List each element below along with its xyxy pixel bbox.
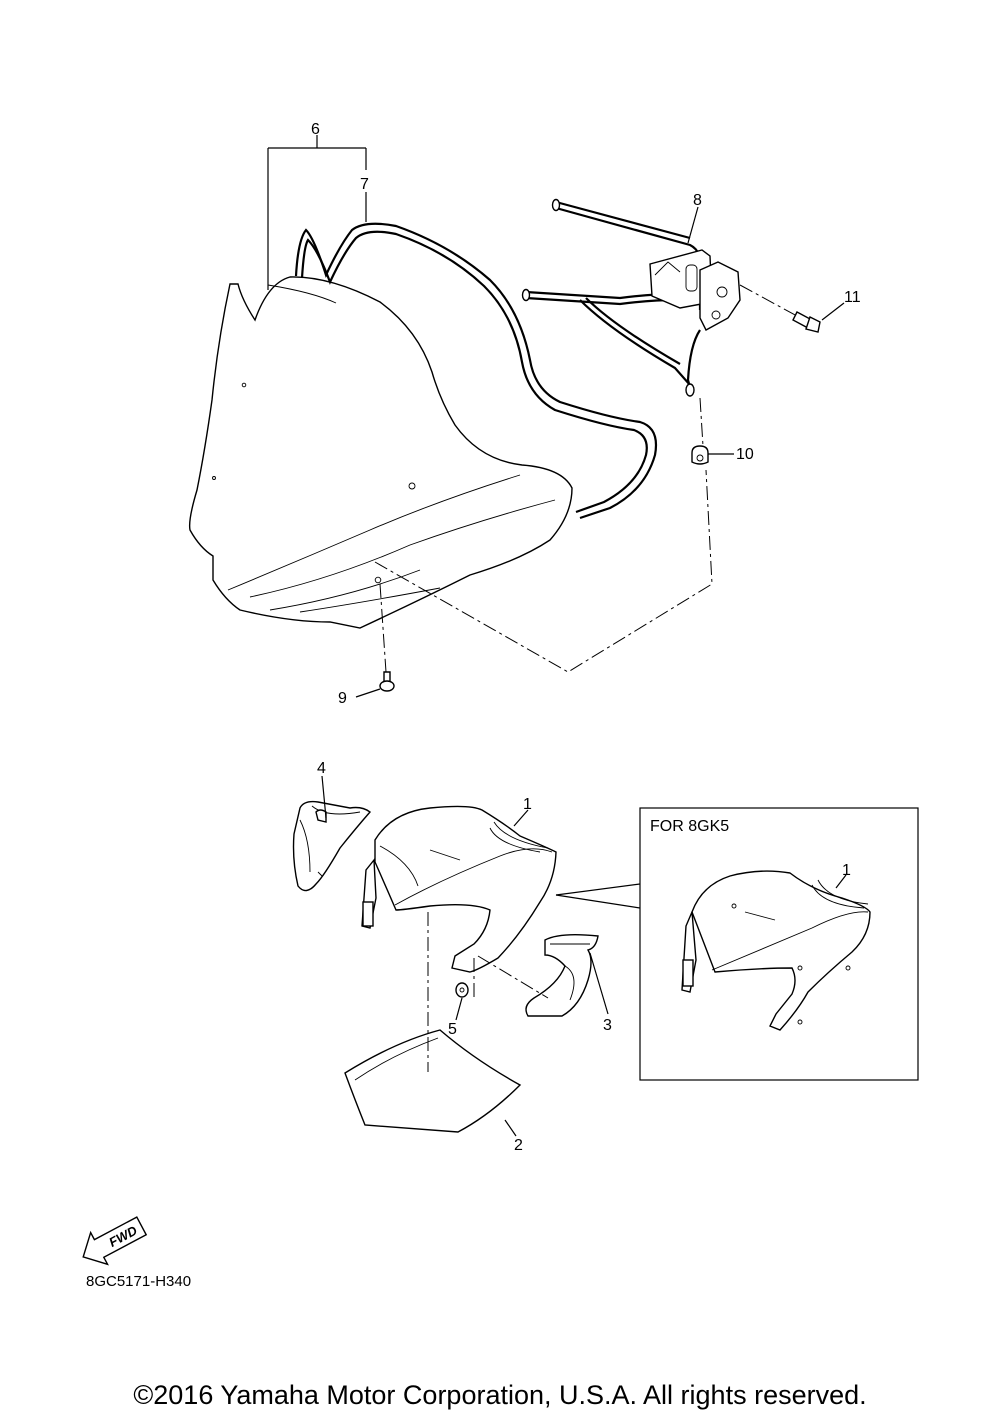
diagram-code: 8GC5171-H340	[86, 1273, 192, 1290]
callout-3: 3	[603, 1017, 612, 1034]
inset-panel	[555, 807, 919, 1081]
cowling-1-variant	[681, 870, 871, 1031]
windscreen-seal	[294, 222, 658, 520]
cowling-1	[361, 805, 557, 973]
callout-8: 8	[693, 192, 702, 209]
screw-9	[379, 671, 395, 692]
callout-10: 10	[736, 446, 754, 463]
callout-1-inset: 1	[842, 862, 851, 879]
bolt-11	[739, 284, 821, 333]
inset-label: FOR 8GK5	[650, 818, 729, 835]
side-cover-4	[292, 800, 372, 892]
callout-6: 6	[311, 121, 320, 138]
callout-2: 2	[514, 1137, 523, 1154]
callout-4: 4	[317, 760, 326, 777]
screw-5	[455, 982, 469, 998]
callout-9: 9	[338, 690, 347, 707]
inner-panel-3	[525, 933, 599, 1017]
callout-11: 11	[844, 289, 861, 306]
copyright-notice: ©2016 Yamaha Motor Corporation, U.S.A. A…	[133, 1380, 867, 1410]
nut-10	[691, 445, 709, 465]
callout-leaders	[267, 135, 847, 1137]
windscreen	[188, 276, 573, 629]
callout-7: 7	[360, 176, 369, 193]
fwd-arrow-icon: FWD	[82, 1216, 148, 1266]
windscreen-bracket	[521, 198, 741, 397]
screen-panel-2	[344, 1029, 522, 1133]
callout-1: 1	[523, 796, 532, 813]
callout-5: 5	[448, 1021, 457, 1038]
